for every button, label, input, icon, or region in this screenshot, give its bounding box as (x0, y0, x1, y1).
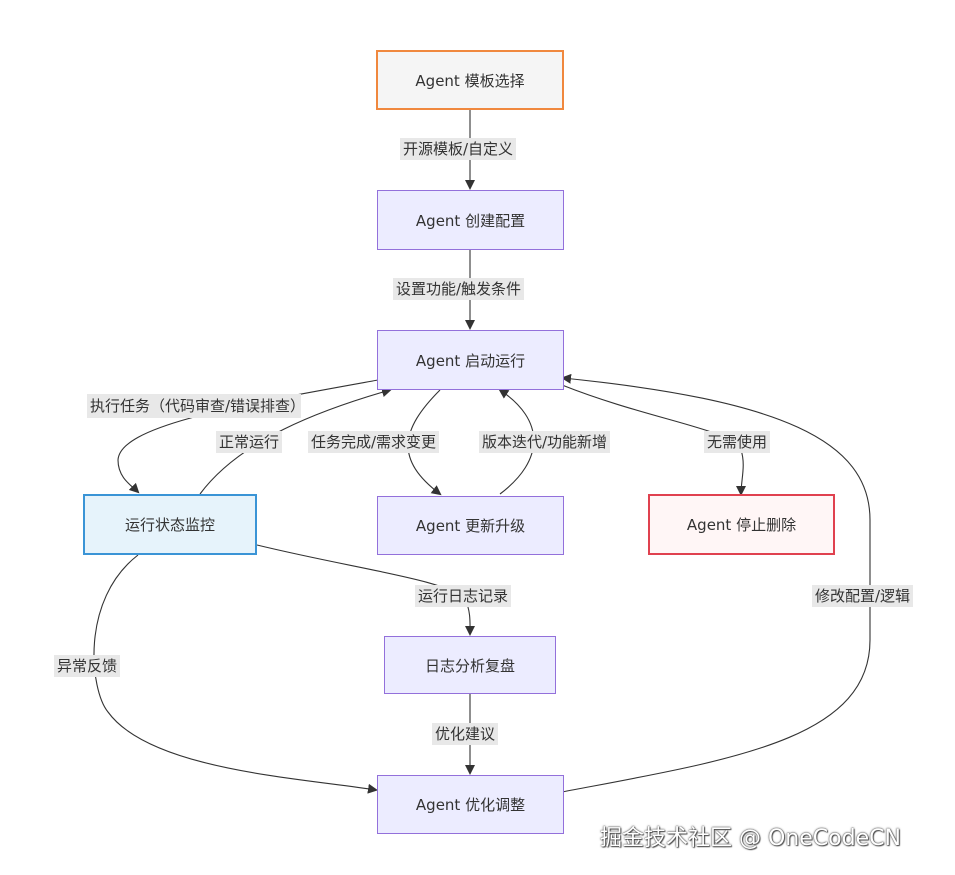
node-optimize[interactable]: Agent 优化调整 (377, 775, 564, 834)
node-start-run[interactable]: Agent 启动运行 (377, 330, 564, 390)
node-monitor[interactable]: 运行状态监控 (83, 494, 257, 555)
node-log-analysis[interactable]: 日志分析复盘 (384, 636, 556, 694)
edge-label-normal-run: 正常运行 (216, 431, 283, 453)
edge-label-exception-feedback: 异常反馈 (54, 655, 121, 677)
edge-label-modify-config: 修改配置/逻辑 (812, 585, 914, 607)
node-stop-delete[interactable]: Agent 停止删除 (648, 494, 835, 555)
edge-label-execute-task: 执行任务（代码审查/错误排查） (87, 394, 305, 418)
edge-label-run-log: 运行日志记录 (415, 585, 512, 607)
watermark: 掘金技术社区 @ OneCodeCN (600, 826, 901, 851)
edge-label-set-function: 设置功能/触发条件 (393, 278, 525, 300)
edge-label-task-done: 任务完成/需求变更 (308, 431, 440, 453)
node-update-upgrade[interactable]: Agent 更新升级 (377, 496, 564, 555)
edge-label-version-iter: 版本迭代/功能新增 (479, 431, 611, 453)
node-template-select[interactable]: Agent 模板选择 (376, 50, 564, 110)
edge-monitor-to-optimize (93, 554, 378, 794)
node-create-config[interactable]: Agent 创建配置 (377, 190, 564, 250)
edge-optimize-to-start (561, 373, 871, 793)
edge-label-no-need: 无需使用 (704, 431, 771, 453)
edge-label-optimize-suggest: 优化建议 (432, 723, 499, 745)
edge-label-open-template: 开源模板/自定义 (400, 138, 517, 160)
edge-monitor-to-start (199, 387, 392, 495)
